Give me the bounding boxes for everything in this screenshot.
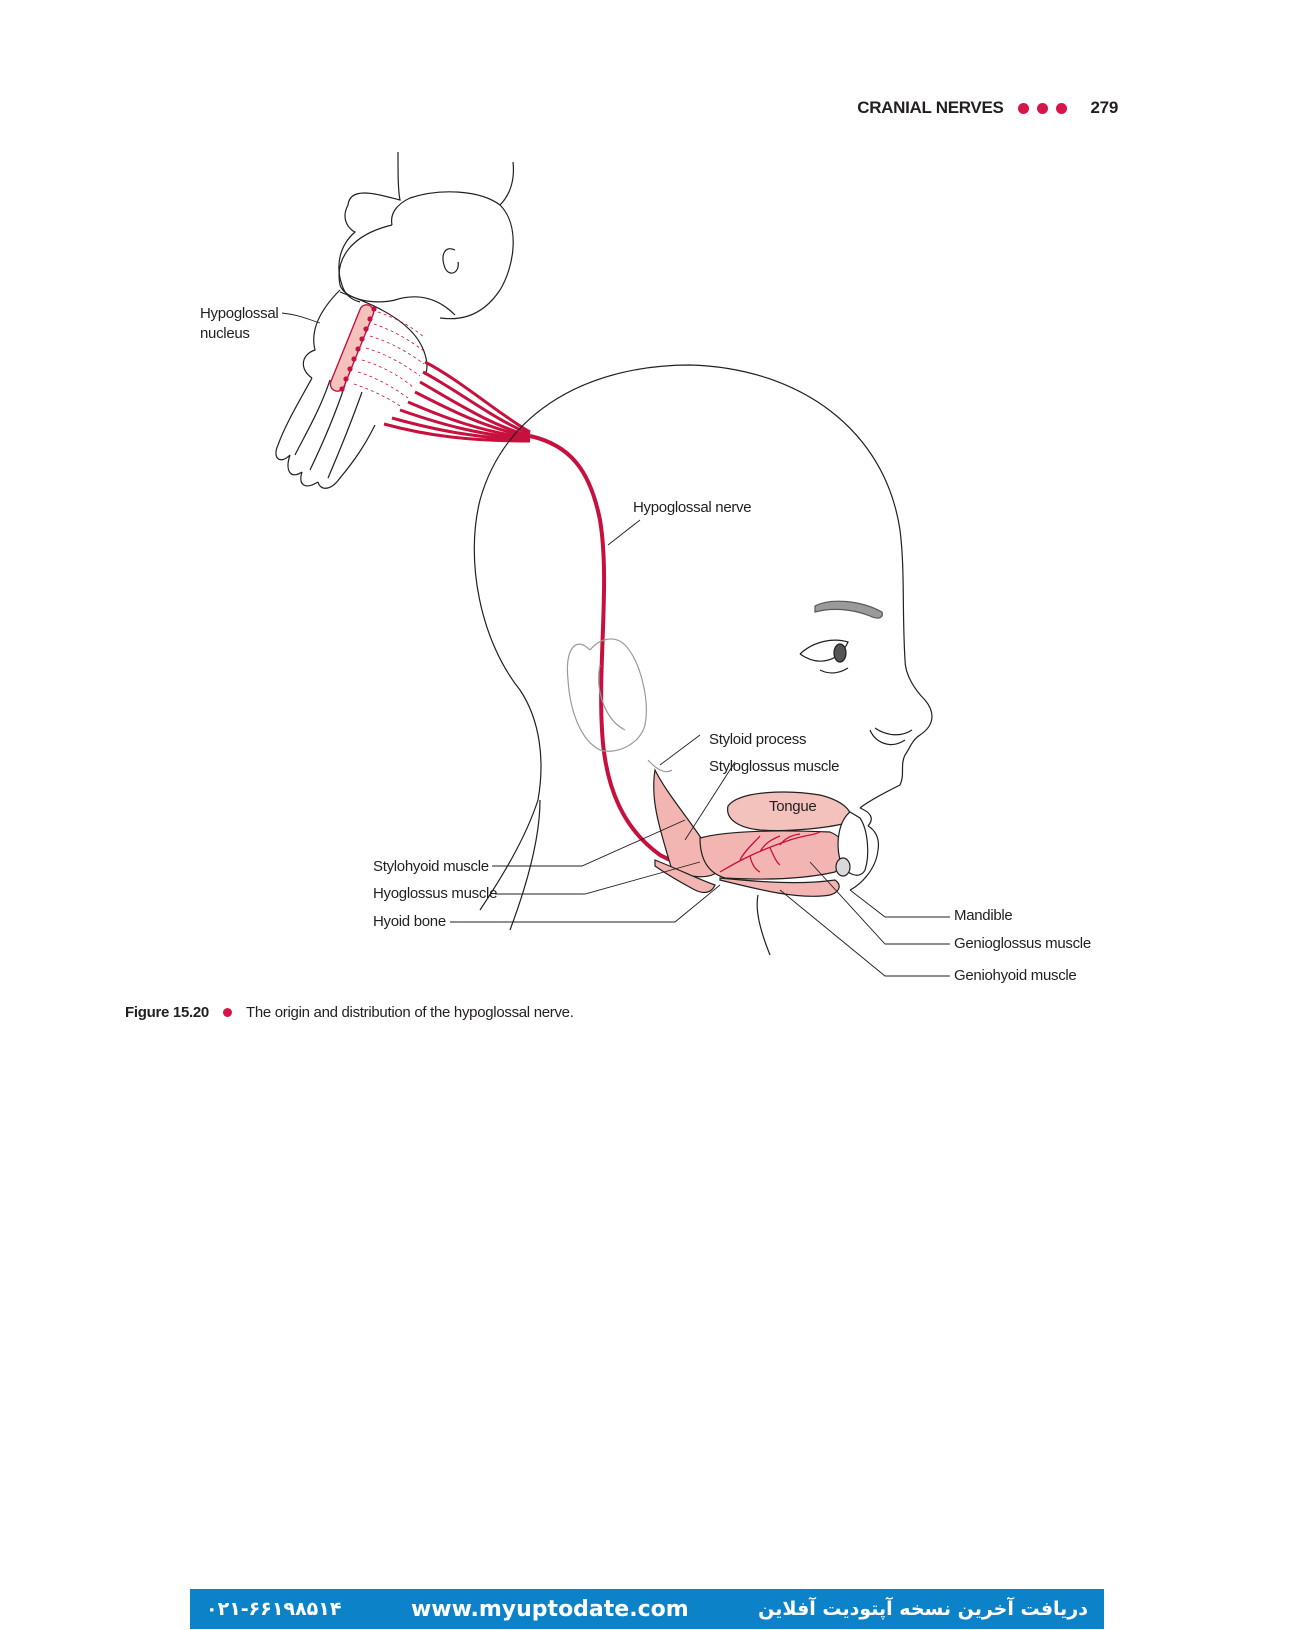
label-stylohyoid-muscle: Stylohyoid muscle bbox=[373, 858, 489, 875]
section-title: CRANIAL NERVES bbox=[857, 98, 1004, 117]
dot-icon bbox=[1055, 102, 1067, 114]
page-number: 279 bbox=[1090, 98, 1119, 117]
label-styloid-process: Styloid process bbox=[709, 731, 807, 748]
banner-url[interactable]: www.myuptodate.com bbox=[410, 1596, 689, 1622]
running-head: CRANIAL NERVES 279 bbox=[857, 96, 1118, 120]
head-drawing bbox=[473, 364, 933, 956]
label-geniohyoid-muscle: Geniohyoid muscle bbox=[954, 967, 1077, 984]
dot-icon bbox=[1036, 102, 1048, 114]
hypoglossal-nucleus-drawing bbox=[329, 304, 426, 407]
label-hypoglossal-nucleus: Hypoglossal nucleus bbox=[200, 305, 279, 342]
decorative-dots bbox=[1017, 102, 1067, 114]
banner-persian-text: دریافت آخرین نسخه آپتودیت آفلاین bbox=[758, 1598, 1088, 1620]
label-hyoid-bone: Hyoid bone bbox=[373, 913, 446, 930]
brainstem-drawing bbox=[275, 151, 515, 489]
caption-dot-icon bbox=[222, 1008, 232, 1017]
label-hyoglossus-muscle: Hyoglossus muscle bbox=[373, 885, 498, 902]
label-genioglossus-muscle: Genioglossus muscle bbox=[954, 935, 1091, 952]
label-mandible: Mandible bbox=[954, 907, 1013, 924]
hypoglossal-nerve-drawing bbox=[383, 360, 721, 874]
label-hypoglossal-nerve: Hypoglossal nerve bbox=[633, 499, 752, 516]
footer-banner[interactable]: ۰۲۱-۶۶۱۹۸۵۱۴ www.myuptodate.com دریافت آ… bbox=[190, 1589, 1104, 1629]
banner-phone: ۰۲۱-۶۶۱۹۸۵۱۴ bbox=[206, 1598, 342, 1620]
leader-lines bbox=[281, 312, 950, 977]
caption-text: The origin and distribution of the hypog… bbox=[245, 1004, 574, 1021]
hypoglossal-nerve-illustration bbox=[275, 151, 950, 977]
figure-number: Figure 15.20 bbox=[125, 1004, 209, 1021]
figure-caption: Figure 15.20 The origin and distribution… bbox=[125, 1004, 574, 1021]
label-tongue: Tongue bbox=[769, 798, 817, 815]
dot-icon bbox=[1017, 102, 1029, 114]
tongue-and-muscles-drawing bbox=[647, 759, 869, 897]
label-styloglossus-muscle: Styloglossus muscle bbox=[709, 758, 840, 775]
